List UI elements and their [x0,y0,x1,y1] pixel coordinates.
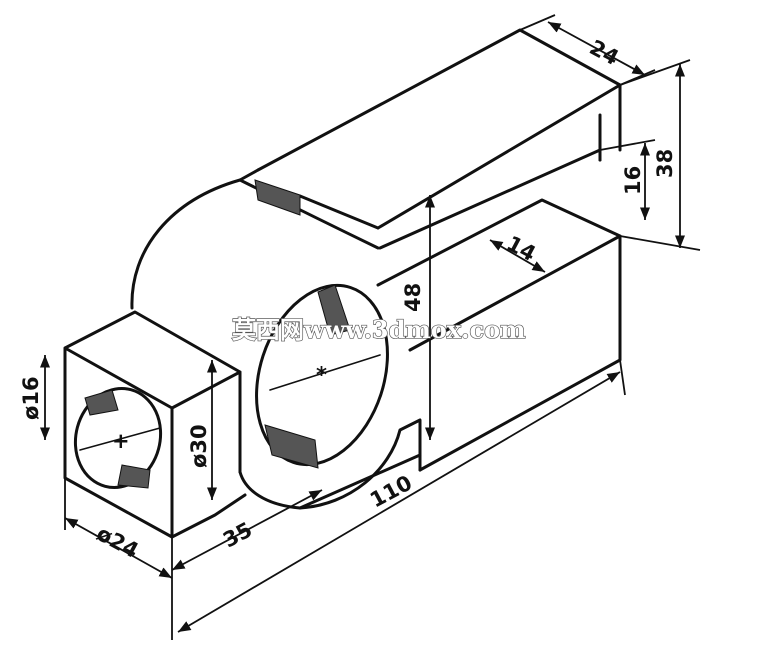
upper-arm [256,28,622,230]
watermark: 莫西网www.3dmox.com [232,315,525,344]
hole-hatch-bottom [117,464,151,489]
dimension-lines [39,14,701,640]
bore-hatch-top [317,284,351,336]
dim-38: 38 [653,149,677,178]
left-block [63,310,242,539]
dim-48: 48 [401,283,425,312]
hole-centerline [79,427,161,451]
ring-boss [130,168,380,310]
hole-center-mark: + [112,429,130,453]
dim-bore-30: ø30 [187,424,211,468]
hole-hatch-top [84,389,119,416]
dim-16-slot: 16 [621,166,645,195]
boss-hatch [254,179,301,216]
bore-center-mark: * [316,363,327,387]
dim-35: 35 [219,517,256,552]
part-outline [63,28,622,539]
dim-14: 14 [503,231,540,266]
dim-24-top: 24 [586,35,623,70]
small-hole [73,386,163,490]
dim-hole-16: ø16 [19,376,43,420]
